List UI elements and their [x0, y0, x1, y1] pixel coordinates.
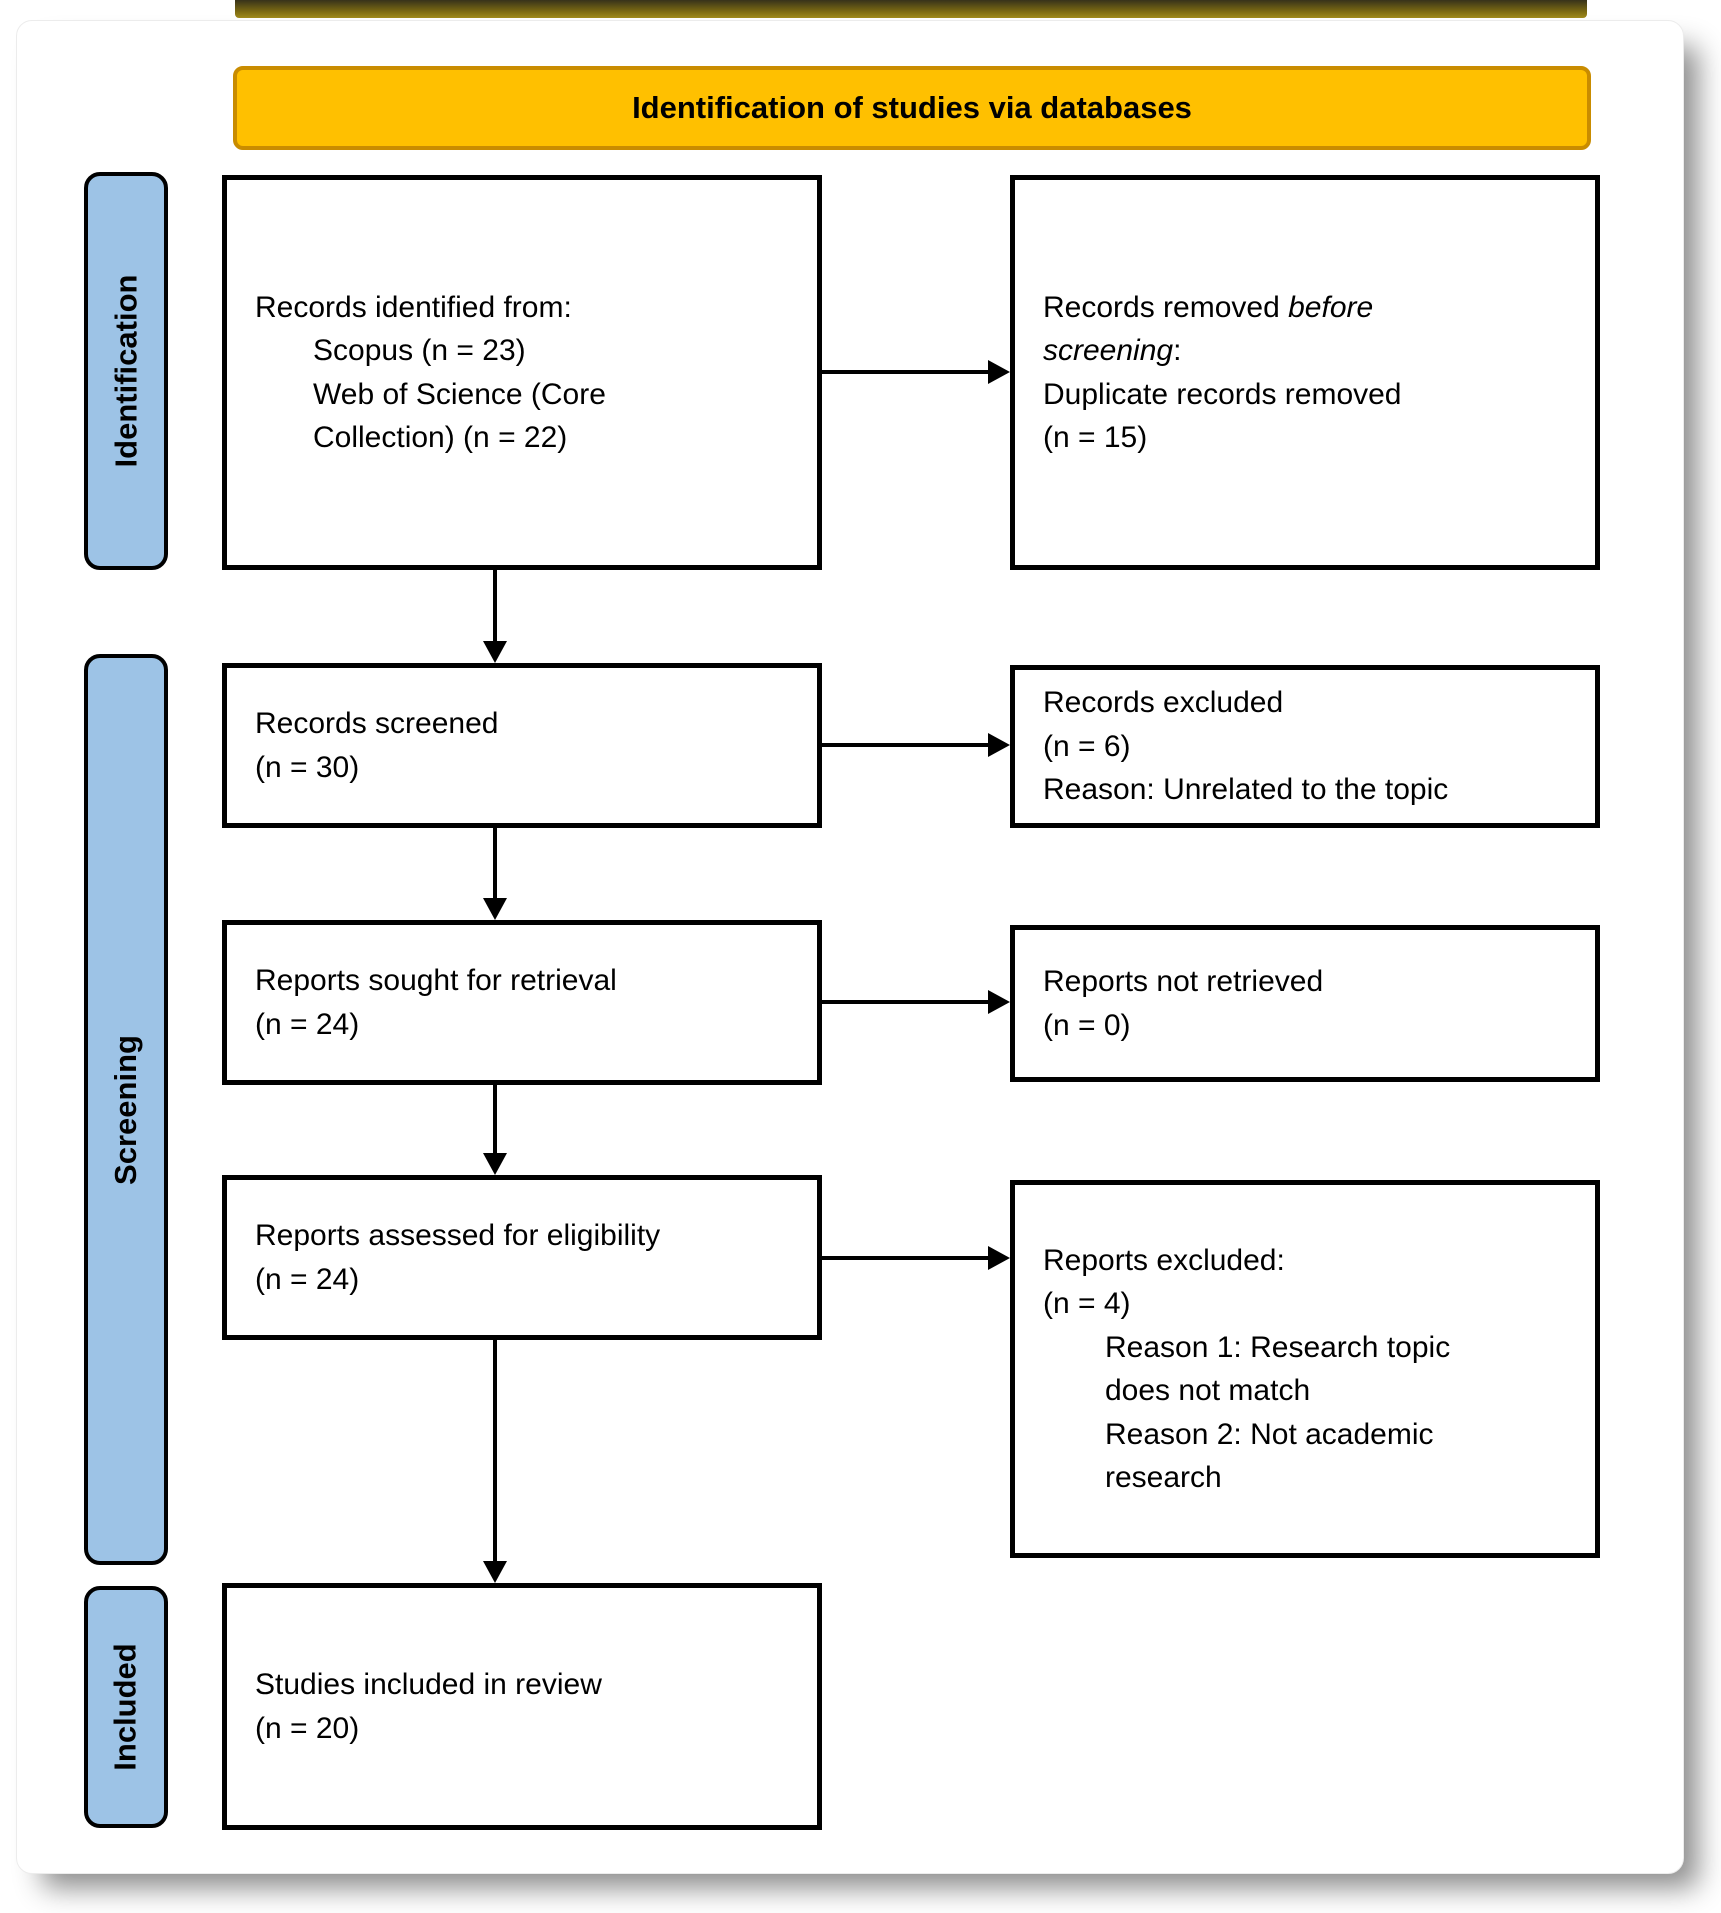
records-removed-detail: Duplicate records removed	[1043, 377, 1402, 411]
arrow-line	[822, 1000, 988, 1004]
records-screened-title: Records screened	[255, 707, 499, 740]
reports-sought-count: (n = 24)	[255, 1007, 360, 1041]
arrow-line	[493, 1340, 497, 1561]
box-reports-excluded: Reports excluded: (n = 4) Reason 1: Rese…	[1010, 1180, 1600, 1558]
reports-excluded-reason-1: Reason 1: Research topic does not match	[1105, 1330, 1451, 1408]
reports-excluded-title: Reports excluded:	[1043, 1243, 1285, 1277]
right-arrow-assessed-to-excluded	[822, 1246, 1010, 1270]
stage-bar-identification: Identification	[84, 172, 168, 570]
records-removed-lead-text: Records removed	[1043, 290, 1289, 324]
arrow-head-right-icon	[988, 733, 1010, 757]
arrow-line	[822, 370, 988, 374]
records-excluded-title: Records excluded	[1043, 686, 1284, 720]
records-screened-count: (n = 30)	[255, 750, 360, 784]
banner-title: Identification of studies via databases	[632, 90, 1192, 125]
records-identified-source-scopus: Scopus (n = 23)	[313, 334, 526, 367]
box-records-excluded: Records excluded (n = 6) Reason: Unrelat…	[1010, 665, 1600, 828]
reports-excluded-reason-2: Reason 2: Not academic research	[1105, 1417, 1434, 1495]
down-arrow-sought-to-assessed	[483, 1085, 507, 1175]
arrow-head-down-icon	[483, 641, 507, 663]
banner: Identification of studies via databases	[233, 66, 1591, 150]
down-arrow-assessed-to-included	[483, 1340, 507, 1583]
arrow-line	[493, 570, 497, 641]
down-arrow-screened-to-sought	[483, 828, 507, 920]
records-removed-lead: Records removed before screening:	[1043, 286, 1483, 373]
box-reports-sought: Reports sought for retrieval (n = 24)	[222, 920, 822, 1085]
stage-label-screening: Screening	[108, 1034, 144, 1185]
box-records-identified: Records identified from: Scopus (n = 23)…	[222, 175, 822, 570]
box-records-removed: Records removed before screening: Duplic…	[1010, 175, 1600, 570]
box-records-screened: Records screened (n = 30)	[222, 663, 822, 828]
box-studies-included: Studies included in review (n = 20)	[222, 1583, 822, 1830]
records-removed-lead-italic: before screening	[1043, 290, 1374, 368]
arrow-head-down-icon	[483, 1561, 507, 1583]
arrow-line	[493, 828, 497, 898]
arrow-head-down-icon	[483, 898, 507, 920]
reports-assessed-count: (n = 24)	[255, 1262, 360, 1296]
down-arrow-identified-to-screened	[483, 570, 507, 663]
stage-label-identification: Identification	[108, 274, 144, 468]
right-arrow-sought-to-not-retrieved	[822, 990, 1010, 1014]
right-arrow-identified-to-removed	[822, 360, 1010, 384]
stage-bar-screening: Screening	[84, 654, 168, 1565]
reports-excluded-count: (n = 4)	[1043, 1287, 1131, 1320]
records-identified-source-wos: Web of Science (Core Collection) (n = 22…	[313, 377, 606, 455]
records-excluded-reason: Reason: Unrelated to the topic	[1043, 773, 1449, 807]
reports-sought-title: Reports sought for retrieval	[255, 964, 617, 997]
records-identified-intro: Records identified from:	[255, 290, 572, 324]
arrow-head-right-icon	[988, 990, 1010, 1014]
reports-assessed-title: Reports assessed for eligibility	[255, 1219, 661, 1252]
right-arrow-screened-to-excluded	[822, 733, 1010, 757]
box-reports-not-retrieved: Reports not retrieved (n = 0)	[1010, 925, 1600, 1082]
stage-bar-included: Included	[84, 1586, 168, 1828]
arrow-line	[493, 1085, 497, 1153]
arrow-line	[822, 743, 988, 747]
records-removed-count: (n = 15)	[1043, 421, 1148, 454]
arrow-head-right-icon	[988, 360, 1010, 384]
studies-included-title: Studies included in review	[255, 1668, 602, 1701]
records-excluded-count: (n = 6)	[1043, 729, 1131, 763]
arrow-head-right-icon	[988, 1246, 1010, 1270]
records-removed-lead-colon: :	[1173, 334, 1182, 367]
stage-label-included: Included	[108, 1643, 144, 1771]
reports-not-retrieved-count: (n = 0)	[1043, 1008, 1131, 1042]
box-reports-assessed: Reports assessed for eligibility (n = 24…	[222, 1175, 822, 1340]
studies-included-count: (n = 20)	[255, 1711, 360, 1745]
arrow-line	[822, 1256, 988, 1260]
reports-not-retrieved-title: Reports not retrieved	[1043, 965, 1324, 998]
cropped-banner-strip	[235, 0, 1587, 18]
arrow-head-down-icon	[483, 1153, 507, 1175]
